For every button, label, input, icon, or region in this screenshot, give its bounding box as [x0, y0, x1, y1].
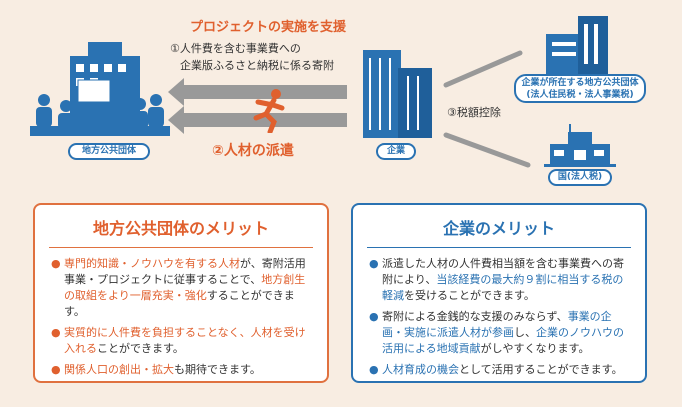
dispatch-label: ②人材の派遣 — [212, 143, 294, 159]
highlighted-text: 専門的知識・ノウハウを有する人材 — [64, 257, 240, 270]
dispatch-arrow — [168, 106, 347, 134]
highlighted-text: 人材育成の機会 — [382, 363, 459, 376]
donation-line1: ①人件費を含む事業費への — [170, 42, 301, 55]
highlighted-text: 実質的に人件費を負担することなく、人材を受け入れる — [64, 326, 306, 355]
text: することができます。 — [64, 289, 295, 318]
national-tax-label: 国(法人税) — [548, 169, 612, 186]
tax-lines — [443, 50, 531, 168]
local-government-merits-title: 地方公共団体のメリット — [49, 215, 313, 248]
company-label: 企業 — [376, 143, 416, 160]
merit-item: 専門的知識・ノウハウを有する人材が、寄附活用事業・プロジェクトに従事することで、… — [51, 256, 311, 320]
company-merits-list: 派遣した人材の人件費相当額を含む事業費への寄附により、当該経費の最大約９割に相当… — [369, 256, 629, 378]
text: として活用することができます。 — [459, 363, 623, 376]
merit-item: 関係人口の創出・拡大も期待できます。 — [51, 362, 311, 378]
local-tax-label: 企業が所在する地方公共団体 (法人住民税・法人事業税) — [514, 74, 646, 103]
company-merits-box: 企業のメリット 派遣した人材の人件費相当額を含む事業費への寄附により、当該経費の… — [351, 203, 647, 383]
local-tax-name: 企業が所在する地方公共団体 — [521, 78, 639, 88]
runner-icon — [253, 89, 285, 133]
merit-item: 実質的に人件費を負担することなく、人材を受け入れることができます。 — [51, 325, 311, 357]
local-government-building-icon — [30, 42, 170, 136]
text: を受けることができます。 — [404, 289, 535, 302]
local-government-merits-box: 地方公共団体のメリット 専門的知識・ノウハウを有する人材が、寄附活用事業・プロジ… — [33, 203, 329, 383]
highlighted-text: 企業のノウハウの活用による地域貢献 — [382, 326, 624, 355]
text: し、 — [514, 326, 536, 339]
national-government-building-icon — [544, 124, 616, 167]
merit-item: 人材育成の機会として活用することができます。 — [369, 362, 629, 378]
highlighted-text: 地方創生の取組をより一層充実・強化 — [64, 273, 306, 302]
text: も期待できます。 — [174, 363, 261, 376]
text: がしやすくなります。 — [480, 342, 590, 355]
donation-arrow — [168, 78, 347, 106]
merit-item: 派遣した人材の人件費相当額を含む事業費への寄附により、当該経費の最大約９割に相当… — [369, 256, 629, 304]
support-title: プロジェクトの実施を支援 — [190, 20, 347, 35]
text: 寄附による金銭的な支援のみならず、 — [382, 310, 568, 323]
highlighted-text: 関係人口の創出・拡大 — [64, 363, 174, 376]
text: が、寄附活用事業・プロジェクトに従事することで、 — [64, 257, 306, 286]
donation-line2: 企業版ふるさと納税に係る寄附 — [180, 59, 334, 72]
highlighted-text: 事業の企画・実施に派遣人材が参画 — [382, 310, 612, 339]
local-tax-building-icon — [546, 16, 608, 74]
tax-credit-label: ③税額控除 — [447, 106, 501, 119]
merit-item: 寄附による金銭的な支援のみならず、事業の企画・実施に派遣人材が参画し、企業のノウ… — [369, 309, 629, 357]
text: 派遣した人材の人件費相当額を含む事業費への寄附により、 — [382, 257, 624, 286]
company-building-icon — [363, 50, 432, 138]
company-merits-title: 企業のメリット — [367, 215, 631, 248]
highlighted-text: 当該経費の最大約９割に相当する税の軽減 — [382, 273, 624, 302]
local-tax-types: (法人住民税・法人事業税) — [526, 90, 634, 100]
local-government-merits-list: 専門的知識・ノウハウを有する人材が、寄附活用事業・プロジェクトに従事することで、… — [51, 256, 311, 378]
text: ことができます。 — [97, 342, 184, 355]
local-government-label: 地方公共団体 — [68, 143, 150, 160]
